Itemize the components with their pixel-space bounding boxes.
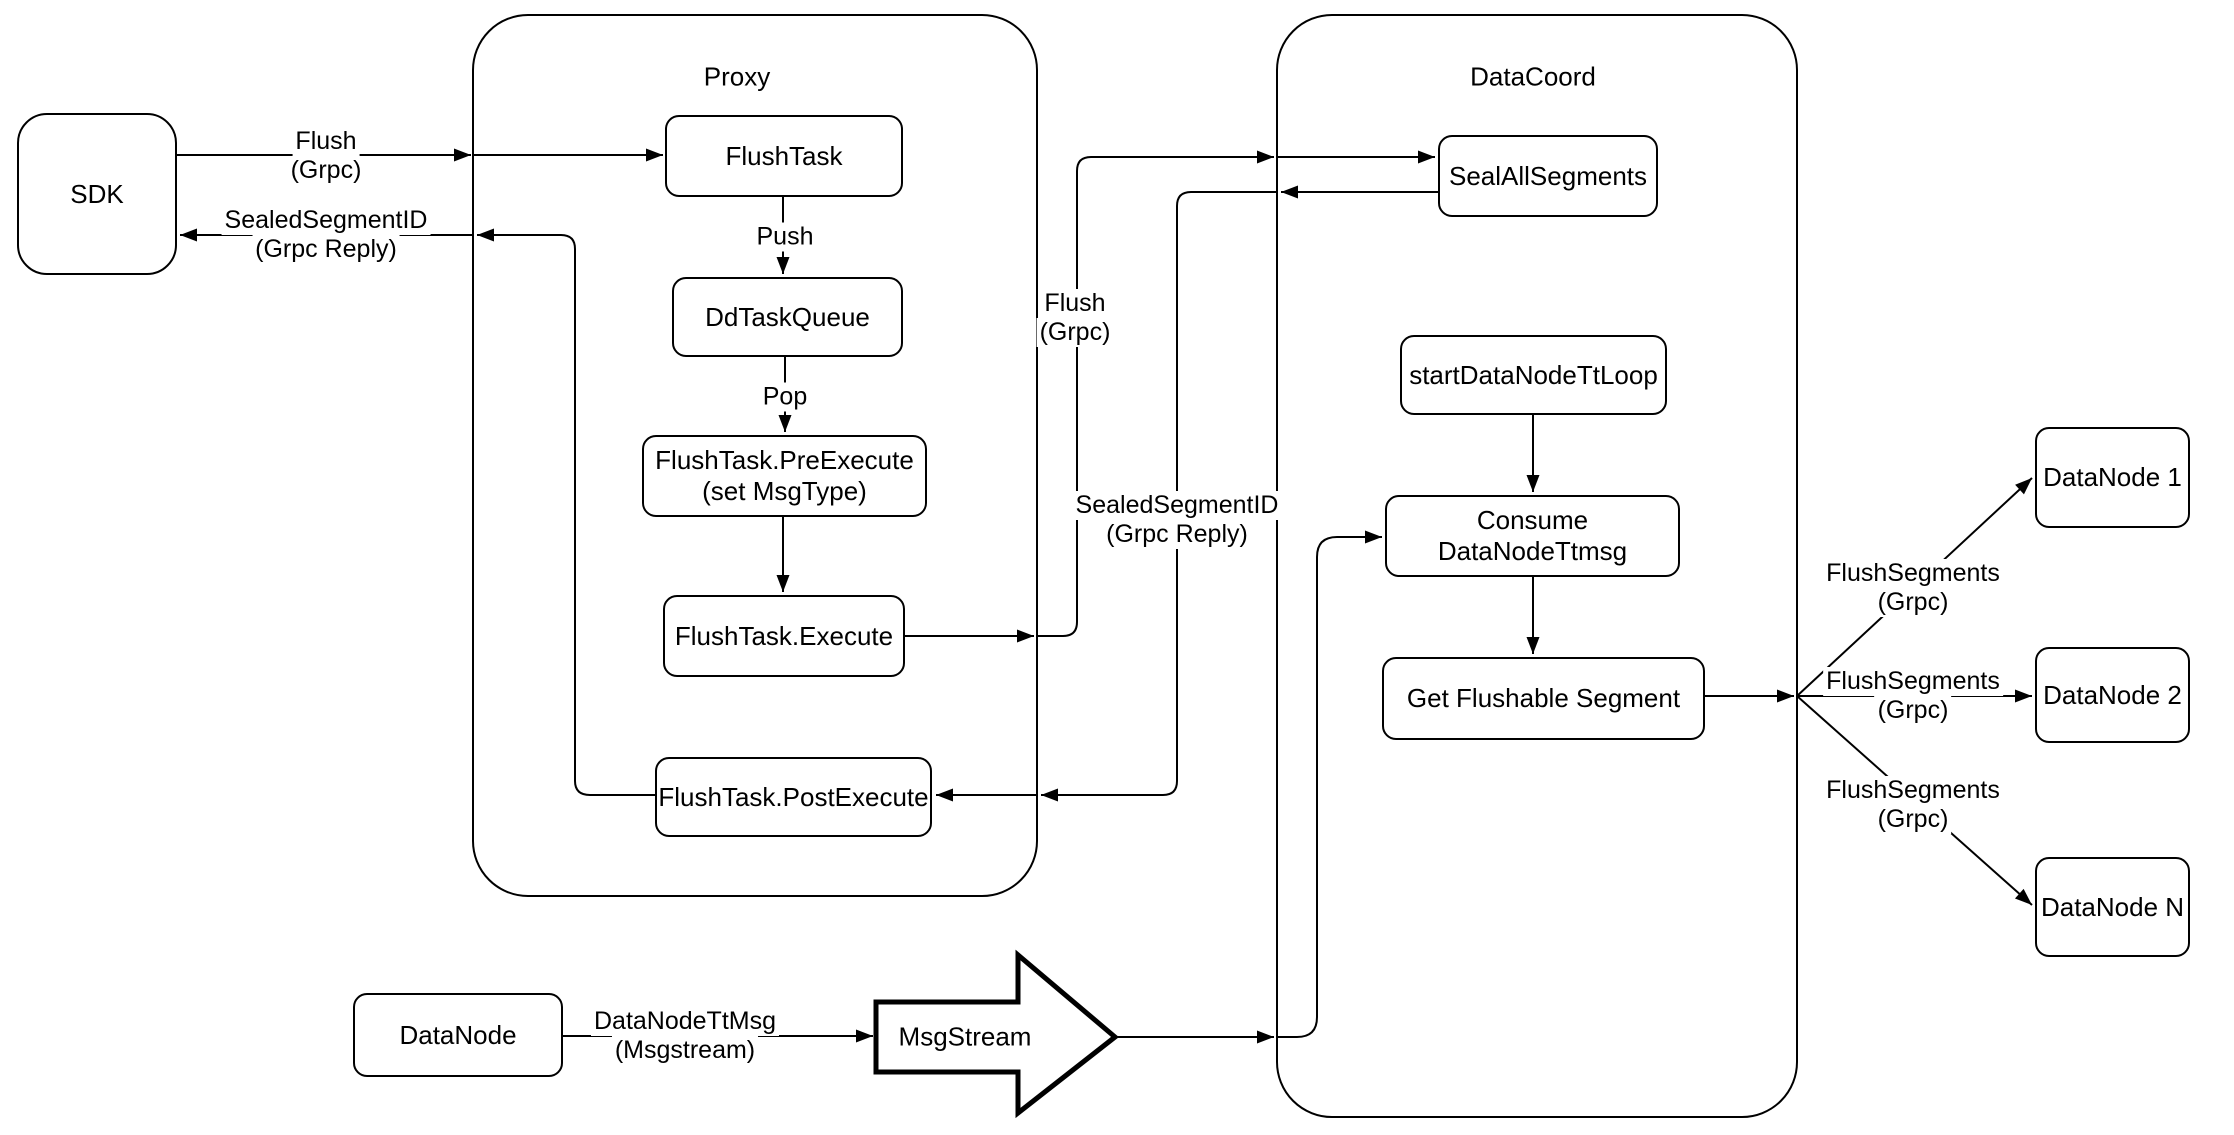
edge-label-flushsegments-2-line2: (Grpc) xyxy=(1874,696,1952,725)
node-postexecute: FlushTask.PostExecute xyxy=(655,757,932,837)
node-datanode-2-label: DataNode 2 xyxy=(2043,679,2182,710)
edge-label-proxy-reply-line2: (Grpc Reply) xyxy=(1103,520,1251,549)
proxy-container-title: Proxy xyxy=(703,61,771,92)
node-datanode-1: DataNode 1 xyxy=(2035,427,2190,528)
proxy-container xyxy=(472,14,1038,897)
edge-label-sdk-flush: Flush (Grpc) xyxy=(287,127,365,185)
edge-label-sdk-reply-line2: (Grpc Reply) xyxy=(252,235,400,264)
node-execute: FlushTask.Execute xyxy=(663,595,905,677)
edge-label-flushsegments-3: FlushSegments (Grpc) xyxy=(1823,776,2003,834)
node-sdk-label: SDK xyxy=(70,178,124,209)
node-sealallsegments: SealAllSegments xyxy=(1438,135,1658,217)
node-flushtask: FlushTask xyxy=(665,115,903,197)
edge-label-push-line1: Push xyxy=(753,222,817,252)
edge-label-pop: Pop xyxy=(759,382,811,412)
edge-label-flushsegments-2-line1: FlushSegments xyxy=(1823,667,2003,696)
node-preexecute-label-line1: FlushTask.PreExecute xyxy=(655,445,914,475)
node-startdatanodettloop-label: startDataNodeTtLoop xyxy=(1409,359,1658,390)
datacoord-container xyxy=(1276,14,1798,1118)
edge-label-datanodettmsg: DataNodeTtMsg (Msgstream) xyxy=(590,1007,780,1065)
node-consumedatanodettmsg: Consume DataNodeTtmsg xyxy=(1385,495,1680,577)
datacoord-container-title: DataCoord xyxy=(1470,61,1596,92)
edge-label-sdk-reply: SealedSegmentID (Grpc Reply) xyxy=(221,206,431,264)
edge-label-flushsegments-3-line2: (Grpc) xyxy=(1874,805,1952,834)
node-datanode-source-label: DataNode xyxy=(399,1019,517,1050)
node-preexecute-label-line2: (set MsgType) xyxy=(702,476,867,506)
edge-label-proxy-flush: Flush (Grpc) xyxy=(1036,289,1114,347)
node-sealallsegments-label: SealAllSegments xyxy=(1449,160,1647,191)
node-datanode-source: DataNode xyxy=(353,993,563,1077)
node-consumedatanodettmsg-label: Consume DataNodeTtmsg xyxy=(1437,505,1628,566)
edge-label-flushsegments-3-line1: FlushSegments xyxy=(1823,776,2003,805)
node-getflushablesegment: Get Flushable Segment xyxy=(1382,657,1705,740)
edge-label-sdk-reply-line1: SealedSegmentID xyxy=(221,206,431,235)
edge-postexecute-to-proxy-border xyxy=(477,228,655,796)
edge-datacoord-to-consume xyxy=(1277,530,1382,1038)
node-getflushablesegment-label: Get Flushable Segment xyxy=(1406,683,1681,713)
node-flushtask-label: FlushTask xyxy=(725,140,843,171)
edge-label-proxy-flush-line1: Flush xyxy=(1041,289,1109,318)
node-sdk: SDK xyxy=(17,113,177,275)
edge-label-pop-line1: Pop xyxy=(759,382,811,412)
node-ddtaskqueue: DdTaskQueue xyxy=(672,277,903,357)
edge-label-proxy-flush-line2: (Grpc) xyxy=(1036,318,1114,347)
node-startdatanodettloop: startDataNodeTtLoop xyxy=(1400,335,1667,415)
edge-label-datanodettmsg-line2: (Msgstream) xyxy=(611,1036,759,1065)
edge-proxy-to-datacoord-flush xyxy=(1037,150,1274,637)
node-datanode-2: DataNode 2 xyxy=(2035,647,2190,743)
edge-label-proxy-reply-line1: SealedSegmentID xyxy=(1072,491,1282,520)
edge-label-datanodettmsg-line1: DataNodeTtMsg xyxy=(590,1007,780,1036)
edge-label-flushsegments-1: FlushSegments (Grpc) xyxy=(1823,559,2003,617)
node-datanode-1-label: DataNode 1 xyxy=(2043,462,2182,492)
msgstream-arrow-shape xyxy=(873,949,1119,1119)
edge-label-proxy-reply: SealedSegmentID (Grpc Reply) xyxy=(1072,491,1282,549)
node-datanode-n: DataNode N xyxy=(2035,857,2190,957)
node-execute-label: FlushTask.Execute xyxy=(674,620,894,651)
node-postexecute-label: FlushTask.PostExecute xyxy=(658,781,929,812)
edge-label-flushsegments-1-line1: FlushSegments xyxy=(1823,559,2003,588)
edge-label-flushsegments-2: FlushSegments (Grpc) xyxy=(1823,667,2003,725)
node-preexecute: FlushTask.PreExecute (set MsgType) xyxy=(642,435,927,517)
edge-label-push: Push xyxy=(753,222,817,252)
node-datanode-n-label: DataNode N xyxy=(2040,891,2185,922)
edge-label-sdk-flush-line2: (Grpc) xyxy=(287,156,365,185)
edge-label-flushsegments-1-line2: (Grpc) xyxy=(1874,588,1952,617)
msgstream-shape-label: MsgStream xyxy=(898,1021,1032,1052)
node-ddtaskqueue-label: DdTaskQueue xyxy=(705,301,870,332)
edge-label-sdk-flush-line1: Flush xyxy=(292,127,360,156)
